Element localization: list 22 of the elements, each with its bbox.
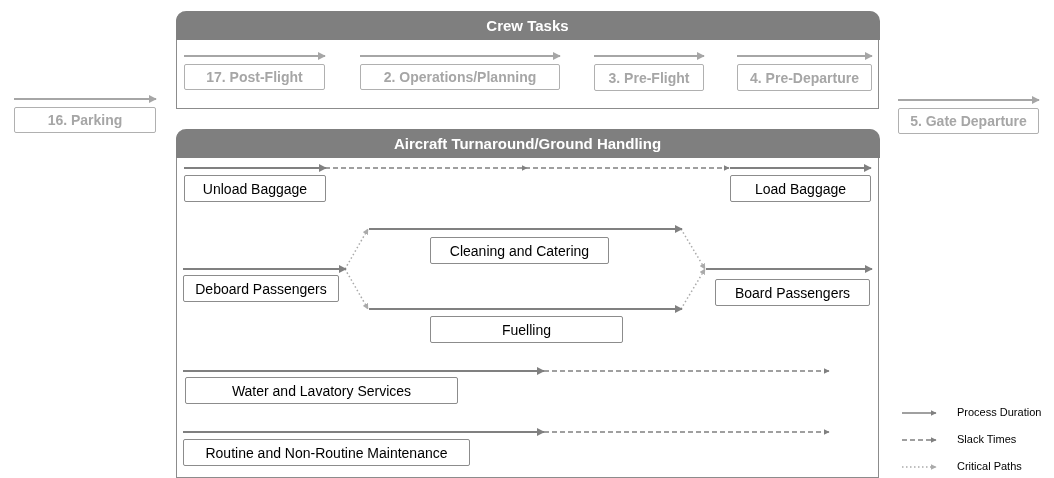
header-band: Crew Tasks [175, 11, 880, 40]
task-box: 2. Operations/Planning [360, 64, 560, 90]
task-box: 4. Pre-Departure [737, 64, 872, 91]
header-band: Aircraft Turnaround/Ground Handling [175, 129, 880, 158]
task-box: Fuelling [430, 316, 623, 343]
task-box: 16. Parking [14, 107, 156, 133]
task-box: Routine and Non-Routine Maintenance [183, 439, 470, 466]
legend-text: Process Duration [957, 406, 1042, 418]
task-box: 17. Post-Flight [184, 64, 325, 90]
group-panel [176, 129, 879, 478]
task-box: Cleaning and Catering [430, 237, 609, 264]
task-box: 3. Pre-Flight [594, 64, 704, 91]
group-panel [176, 11, 879, 109]
task-box: Deboard Passengers [183, 275, 339, 302]
task-box: Water and Lavatory Services [185, 377, 458, 404]
task-box: Load Baggage [730, 175, 871, 202]
task-box: Unload Baggage [184, 175, 326, 202]
task-box: 5. Gate Departure [898, 108, 1039, 134]
legend-text: Slack Times [957, 433, 1017, 445]
path-arrow [324, 165, 730, 171]
legend-text: Critical Paths [957, 460, 1022, 472]
task-box: Board Passengers [715, 279, 870, 306]
